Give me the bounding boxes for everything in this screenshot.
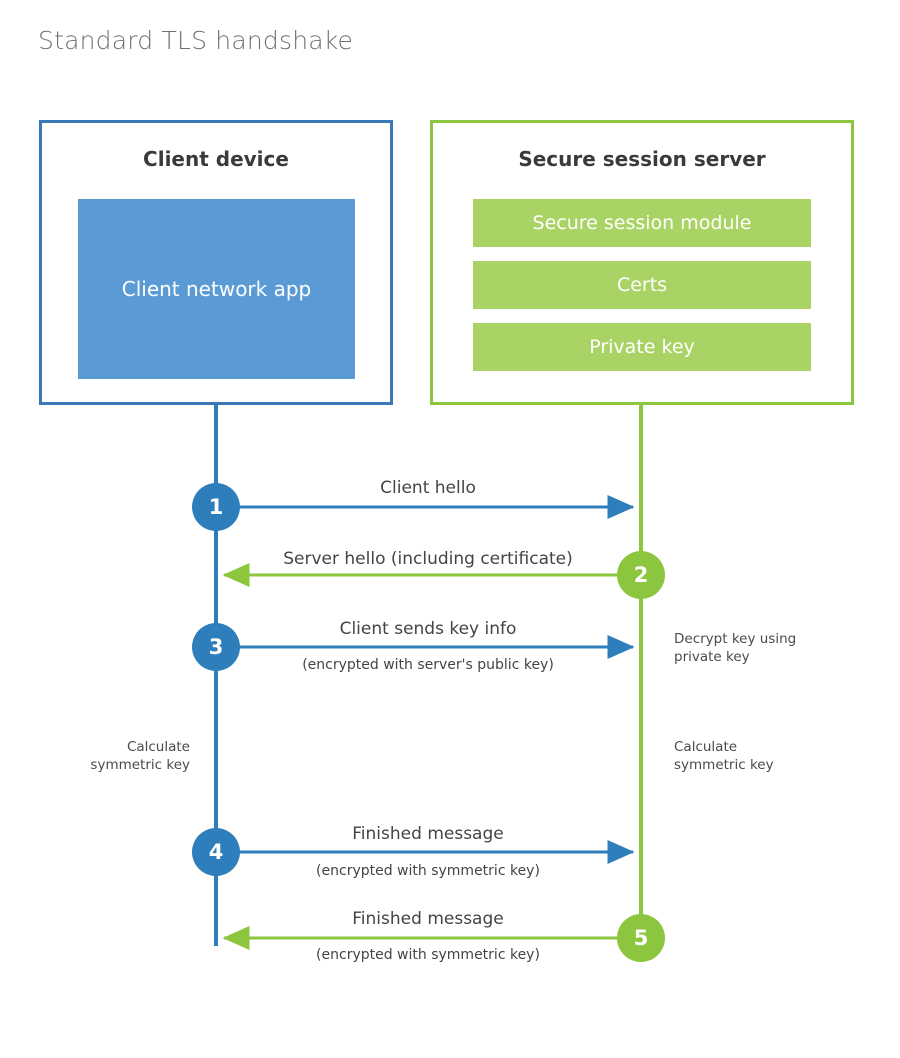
client-device-box: Client device Client network app: [39, 120, 393, 405]
step-circle-5[interactable]: 5: [617, 914, 665, 962]
message-sublabel-step-3: (encrypted with server's public key): [302, 657, 554, 673]
message-label-step-5: Finished message: [352, 909, 504, 929]
step-circle-2[interactable]: 2: [617, 551, 665, 599]
secure-session-server-title: Secure session server: [518, 147, 766, 171]
message-label-step-4: Finished message: [352, 824, 504, 844]
message-label-step-2: Server hello (including certificate): [283, 549, 573, 569]
note-server-calculate-symmetric-key: Calculate symmetric key: [674, 739, 774, 774]
message-sublabel-step-4: (encrypted with symmetric key): [316, 863, 540, 879]
message-label-step-1: Client hello: [380, 478, 476, 498]
client-device-title: Client device: [143, 147, 289, 171]
note-server-decrypt: Decrypt key using private key: [674, 631, 797, 666]
step-circle-4[interactable]: 4: [192, 828, 240, 876]
server-component-certs: Certs: [473, 261, 811, 309]
client-network-app-label: Client network app: [121, 276, 312, 301]
client-network-app-block: Client network app: [78, 199, 355, 379]
message-label-step-3: Client sends key info: [339, 619, 517, 639]
server-components-list: Secure session module Certs Private key: [473, 199, 811, 371]
step-circle-3[interactable]: 3: [192, 623, 240, 671]
server-component-private-key: Private key: [473, 323, 811, 371]
step-circle-1[interactable]: 1: [192, 483, 240, 531]
secure-session-server-box: Secure session server Secure session mod…: [430, 120, 854, 405]
server-component-secure-session-module: Secure session module: [473, 199, 811, 247]
page-title: Standard TLS handshake: [38, 26, 354, 55]
message-sublabel-step-5: (encrypted with symmetric key): [316, 947, 540, 963]
note-client-calculate-symmetric-key: Calculate symmetric key: [90, 739, 190, 774]
